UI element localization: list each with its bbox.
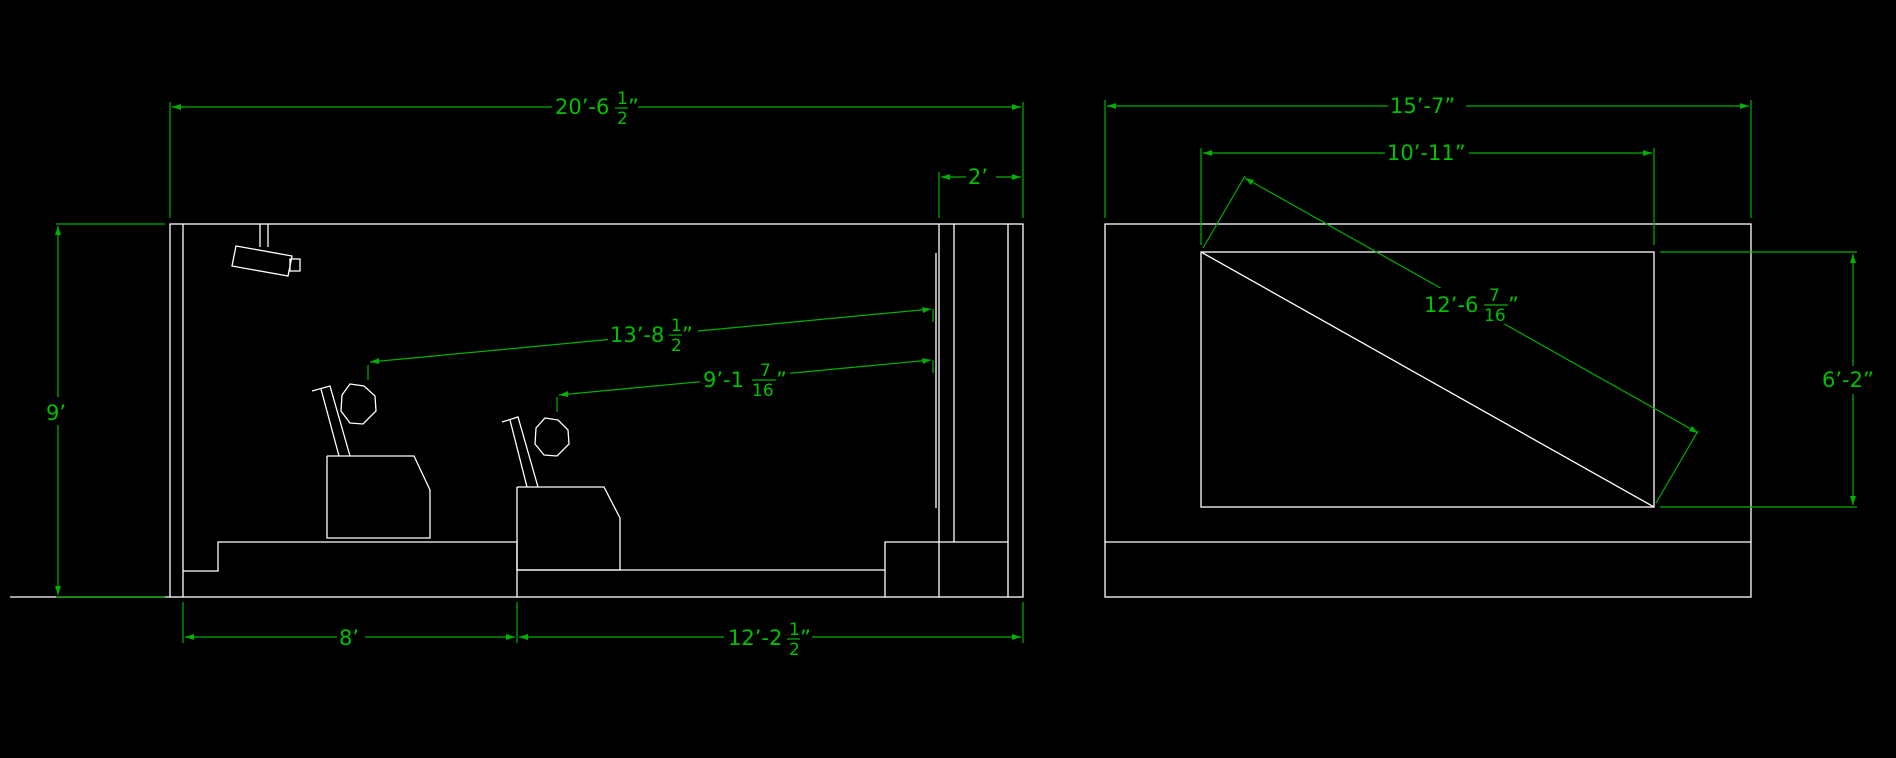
riser-depth-dimension: 8’ [182,602,518,650]
screen-diagonal-label: 12’-6 [1424,293,1478,317]
front-viewing-distance-fraction-num: 7 [760,361,771,381]
overall-length-dimension: 20’-6 1 2 ” [169,89,1024,218]
room-outline [169,223,1024,598]
rear-viewing-distance-dimension: 13’-8 1 2 ” [367,307,934,380]
rear-viewing-distance-fraction-num: 1 [671,316,682,336]
screen-diagonal-fraction-den: 16 [1484,306,1506,326]
front-length-fraction-den: 2 [789,640,800,660]
overall-width-dimension: 15’-7” [1104,92,1752,218]
screen-diagonal-fraction-num: 7 [1489,286,1500,306]
front-viewing-distance-unit: ” [776,368,787,392]
front-viewing-distance-dimension: 9’-1 7 16 ” [556,358,934,412]
screen-outline [1200,251,1655,508]
overall-length-fraction-den: 2 [617,109,628,129]
rear-recliner-seat-icon [311,383,431,539]
front-length-dimension: 12’-2 1 2 ” [519,602,1024,660]
front-viewing-distance-fraction-den: 16 [752,381,774,401]
screen-diagonal-unit: ” [1508,293,1519,317]
front-wall-outline [1104,223,1752,598]
overall-length-unit: ” [628,95,639,119]
overall-width-label: 15’-7” [1390,94,1455,118]
projector-icon [231,224,301,277]
front-length-fraction-num: 1 [789,620,800,640]
screen-diagonal-line [1200,251,1655,508]
front-recliner-seat-icon [501,416,621,571]
wall-thickness-dimension: 2’ [938,163,1021,218]
screen-width-dimension: 10’-11” [1200,139,1655,245]
front-length-label: 12’-2 [728,626,782,650]
front-stage [884,541,1008,597]
front-elevation-view: 15’-7” 10’-11” 6’-2” [1104,92,1892,598]
front-viewer-head-icon [534,417,570,457]
front-viewing-distance-label: 9’-1 [703,368,744,392]
overall-length-fraction-num: 1 [617,89,628,109]
rear-viewing-distance-unit: ” [682,323,693,347]
ceiling-height-dimension: 9’ [42,223,165,598]
screen-diagonal-dimension: 12’-6 7 16 ” [1202,175,1699,504]
side-section-view: 20’-6 1 2 ” 2’ 9’ [10,89,1024,660]
rear-viewing-distance-label: 13’-8 [610,323,664,347]
riser-depth-label: 8’ [339,626,359,650]
wall-thickness-label: 2’ [968,165,988,189]
ceiling-height-label: 9’ [46,401,66,425]
screen-height-dimension: 6’-2” [1660,251,1892,508]
screen-width-label: 10’-11” [1387,141,1466,165]
rear-viewing-distance-fraction-den: 2 [671,336,682,356]
overall-length-label: 20’-6 [555,95,609,119]
rear-viewer-head-icon [340,383,377,425]
front-length-unit: ” [800,626,811,650]
screen-height-label: 6’-2” [1822,368,1874,392]
